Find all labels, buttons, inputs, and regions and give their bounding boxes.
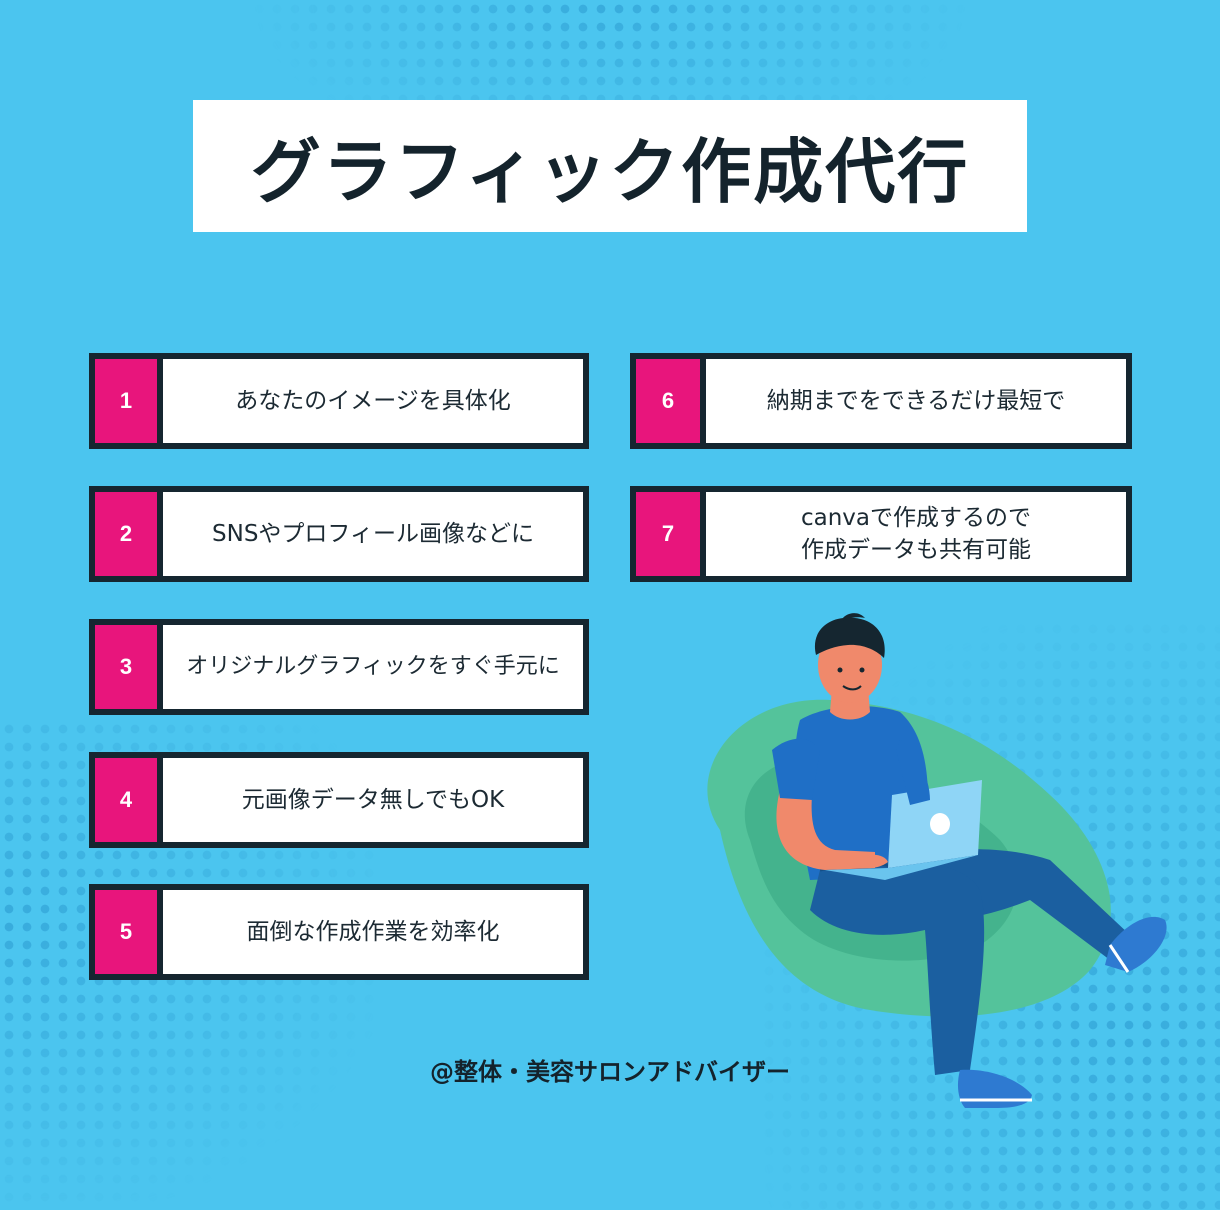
feature-item-5: 5 面倒な作成作業を効率化 (89, 884, 589, 980)
item-text-line-1: canvaで作成するので (800, 505, 1032, 531)
feature-item-1: 1 あなたのイメージを具体化 (89, 353, 589, 449)
item-number-badge: 2 (95, 492, 157, 576)
person-with-laptop-illustration (707, 613, 1167, 1108)
title-box: グラフィック作成代行 (193, 100, 1027, 232)
item-number-badge: 6 (636, 359, 700, 443)
feature-item-7: 7 canvaで作成するので 作成データも共有可能 (630, 486, 1132, 582)
item-number-badge: 1 (95, 359, 157, 443)
item-text: 納期までをできるだけ最短で (706, 359, 1126, 443)
item-number-badge: 7 (636, 492, 700, 576)
item-text: 元画像データ無しでもOK (163, 758, 583, 842)
item-text: canvaで作成するので 作成データも共有可能 (706, 492, 1126, 576)
item-number-badge: 4 (95, 758, 157, 842)
item-number-badge: 5 (95, 890, 157, 974)
feature-item-3: 3 オリジナルグラフィックをすぐ手元に (89, 619, 589, 715)
item-text: SNSやプロフィール画像などに (163, 492, 583, 576)
feature-item-4: 4 元画像データ無しでもOK (89, 752, 589, 848)
item-text: オリジナルグラフィックをすぐ手元に (163, 625, 583, 709)
page-title: グラフィック作成代行 (250, 130, 970, 213)
footer-handle: @整体・美容サロンアドバイザー (430, 1058, 790, 1086)
item-text: あなたのイメージを具体化 (163, 359, 583, 443)
item-text-line-2: 作成データも共有可能 (801, 537, 1031, 563)
item-number-badge: 3 (95, 625, 157, 709)
feature-item-6: 6 納期までをできるだけ最短で (630, 353, 1132, 449)
feature-item-2: 2 SNSやプロフィール画像などに (89, 486, 589, 582)
item-text: 面倒な作成作業を効率化 (163, 890, 583, 974)
